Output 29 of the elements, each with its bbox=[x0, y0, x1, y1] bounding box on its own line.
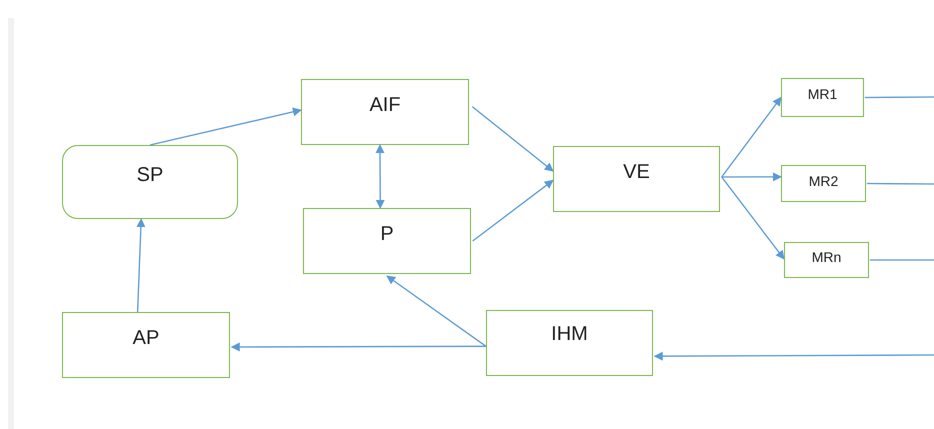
process-box bbox=[553, 146, 720, 212]
node-label: AP bbox=[132, 327, 160, 349]
arrow bbox=[722, 172, 782, 182]
node-label: IHM bbox=[551, 323, 588, 345]
process-box bbox=[781, 78, 864, 117]
node-label: SP bbox=[136, 164, 164, 186]
arrow bbox=[721, 176, 785, 260]
rounded-box bbox=[62, 145, 238, 219]
process-box bbox=[781, 165, 866, 202]
node-label: VE bbox=[623, 161, 650, 183]
node-label: P bbox=[380, 223, 394, 245]
node-label: AIF bbox=[369, 94, 401, 116]
arrow bbox=[386, 275, 486, 347]
node-label: MR2 bbox=[808, 174, 838, 190]
arrow bbox=[230, 342, 486, 352]
node-label: MRn bbox=[812, 250, 842, 266]
process-box bbox=[303, 208, 471, 274]
process-box bbox=[301, 79, 469, 145]
process-box bbox=[486, 310, 653, 376]
arrow bbox=[721, 96, 782, 178]
arrow bbox=[136, 218, 146, 312]
arrow bbox=[472, 106, 554, 172]
arrow bbox=[654, 352, 934, 361]
arrow bbox=[472, 180, 554, 242]
process-box bbox=[784, 242, 869, 278]
node-label: MR1 bbox=[808, 87, 838, 102]
process-box bbox=[62, 312, 230, 378]
arrow bbox=[376, 144, 385, 209]
arrow bbox=[150, 107, 302, 146]
